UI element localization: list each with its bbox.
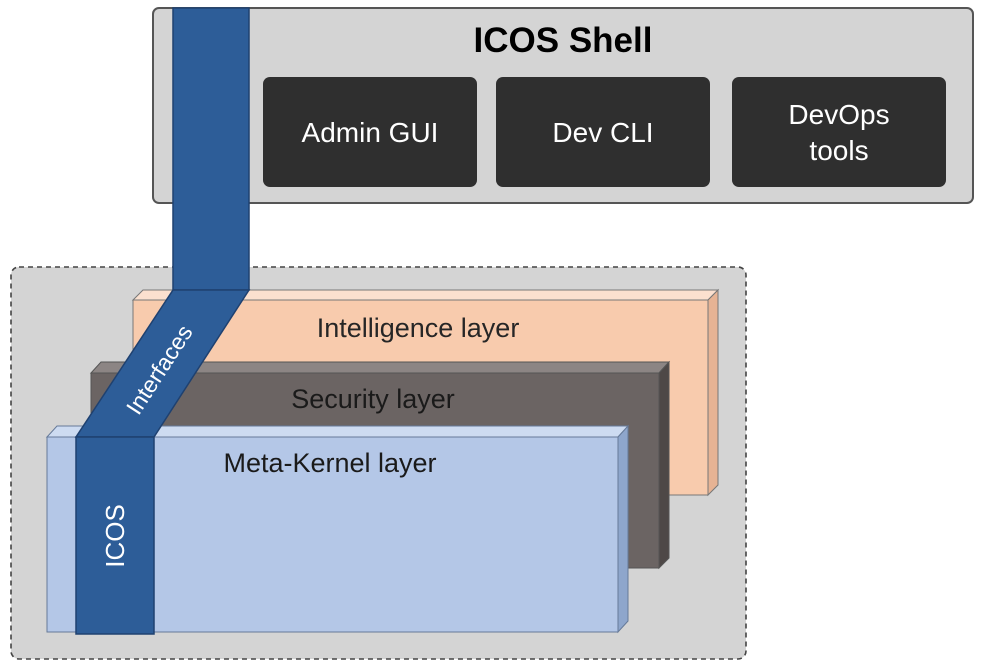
tool-dev-cli: Dev CLI xyxy=(496,77,710,187)
tool-devops-tools-box xyxy=(732,77,946,187)
intelligence-layer-side xyxy=(707,288,719,497)
intelligence-layer-label: Intelligence layer xyxy=(317,313,520,343)
icos-label: ICOS xyxy=(100,504,130,568)
tool-admin-gui-box xyxy=(263,77,477,187)
icos-shell-panel: ICOS Shell Admin GUI Dev CLI DevOps tool… xyxy=(152,7,974,204)
tool-dev-cli-box xyxy=(496,77,710,187)
icos-band: Interfaces ICOS xyxy=(74,7,251,635)
icos-shell-title: ICOS Shell xyxy=(474,21,653,60)
meta-kernel-layer-side xyxy=(617,424,629,634)
tool-admin-gui: Admin GUI xyxy=(263,77,477,187)
meta-kernel-layer-label: Meta-Kernel layer xyxy=(223,448,436,478)
icos-band-vertical-lower xyxy=(75,436,155,635)
security-layer-label: Security layer xyxy=(291,384,455,414)
security-layer-side xyxy=(658,360,670,570)
tool-devops-tools-label-line2: tools xyxy=(809,135,868,166)
tool-devops-tools-label-line1: DevOps xyxy=(788,99,889,130)
tool-admin-gui-label: Admin GUI xyxy=(302,117,439,148)
tool-devops-tools: DevOps tools xyxy=(732,77,946,187)
icos-band-vertical-upper xyxy=(172,7,250,291)
tool-dev-cli-label: Dev CLI xyxy=(552,117,653,148)
